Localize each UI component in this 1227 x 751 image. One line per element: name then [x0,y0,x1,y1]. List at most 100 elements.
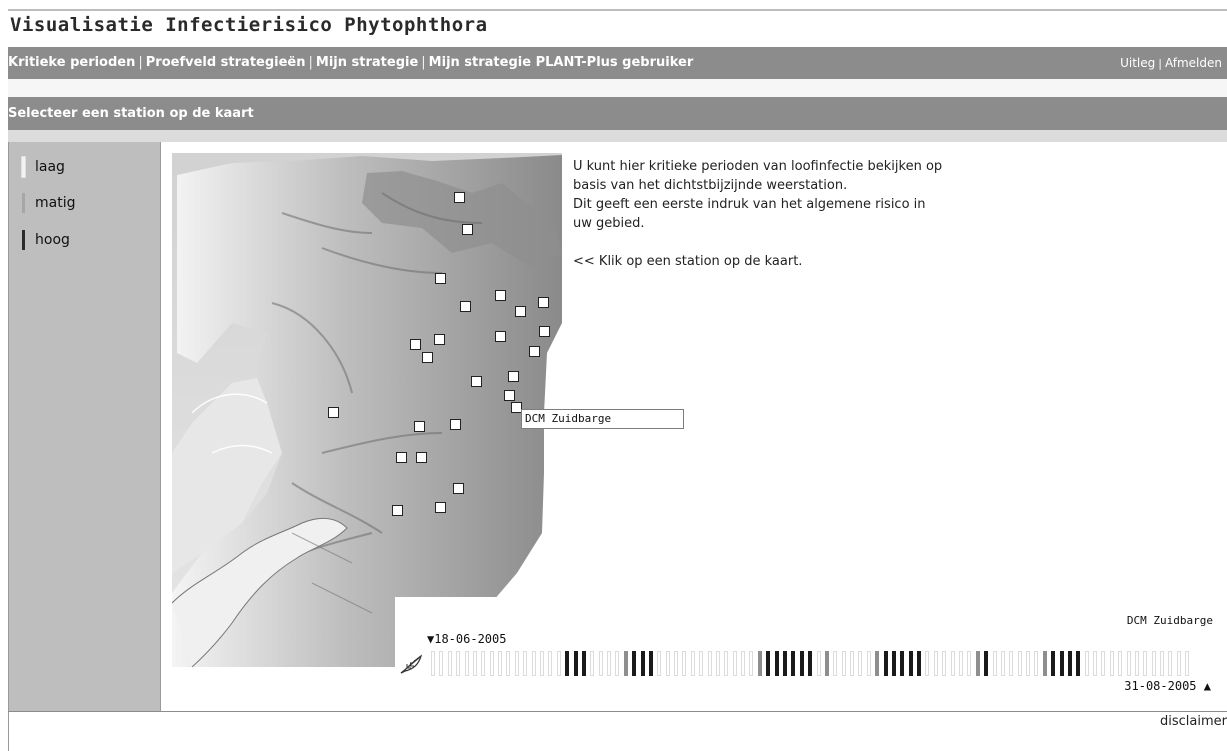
risk-bar [1084,651,1089,676]
risk-bar [1134,651,1139,676]
risk-bar [917,651,921,676]
risk-timeline: DCM Zuidbarge ▼18-06-2005 31-08-2005 ▲ [395,597,1227,700]
station-marker[interactable] [416,452,427,463]
station-marker[interactable] [462,224,473,235]
station-marker[interactable] [435,502,446,513]
station-marker[interactable] [410,339,421,350]
afmelden-link[interactable]: Afmelden [1164,56,1222,70]
risk-bar [590,651,595,676]
risk-bar [1093,651,1097,676]
risk-bar [774,651,779,676]
risk-bar [464,651,469,676]
risk-bar [615,651,620,676]
risk-bar [431,651,435,676]
info-text: U kunt hier kritieke perioden van loofin… [573,157,1033,271]
nav-proefveld-strategieen[interactable]: Proefveld strategieën [145,55,306,70]
risk-bar [498,651,502,676]
risk-bar [791,651,796,676]
risk-bar [548,651,553,676]
station-marker[interactable] [392,505,403,516]
risk-bar [816,651,821,676]
start-marker-icon: ▼ [427,632,435,646]
disclaimer-link[interactable]: disclaimer [1160,714,1227,729]
legend-label: laag [35,159,65,175]
risk-bar [1143,651,1148,676]
risk-bar [682,651,687,676]
spacer-band [8,130,1227,142]
risk-bar [732,651,737,676]
risk-bar [908,651,913,676]
station-marker[interactable] [434,334,445,345]
timeline-start: ▼18-06-2005 [427,632,506,646]
station-marker[interactable] [495,331,506,342]
station-marker[interactable] [328,407,339,418]
station-marker[interactable] [450,419,461,430]
station-marker[interactable] [454,192,465,203]
station-tooltip: DCM Zuidbarge [521,409,684,429]
station-marker[interactable] [396,452,407,463]
risk-bar [447,651,452,676]
station-marker[interactable] [435,273,446,284]
top-divider [8,9,1227,11]
frame-border [8,142,9,751]
risk-bar [967,651,972,676]
station-marker[interactable] [453,483,464,494]
nav-mijn-strategie-plant-plus[interactable]: Mijn strategie PLANT-Plus gebruiker [428,55,694,70]
uitleg-link[interactable]: Uitleg [1120,56,1156,70]
end-marker-icon: ▲ [1203,679,1211,693]
risk-bar [573,651,578,676]
risk-bar [1000,651,1005,676]
info-line: uw gebied. [573,216,645,231]
legend-swatch-laag [21,156,26,178]
risk-bar [1009,651,1014,676]
risk-bar [674,651,678,676]
nav-kritieke-perioden[interactable]: Kritieke perioden [8,55,136,70]
legend-label: matig [35,195,76,211]
risk-bar [808,651,813,676]
station-marker-selected[interactable] [511,402,522,413]
risk-bar [1067,651,1072,676]
risk-bar [1176,651,1181,676]
station-marker[interactable] [422,352,433,363]
station-marker[interactable] [529,346,540,357]
risk-bar [472,651,477,676]
info-line: basis van het dichtstbijzijnde weerstati… [573,178,848,193]
risk-bar [565,651,570,676]
risk-bar [514,651,519,676]
risk-bar [942,651,947,676]
risk-bar [824,651,829,676]
station-marker[interactable] [504,390,515,401]
risk-bar [975,651,980,676]
station-marker[interactable] [539,326,550,337]
risk-bar [640,651,645,676]
risk-bar [841,651,846,676]
station-marker[interactable] [471,376,482,387]
risk-bar [866,651,871,676]
station-marker[interactable] [538,297,549,308]
risk-bar [1168,651,1173,676]
risk-bar [875,651,880,676]
risk-bar [749,651,754,676]
risk-bar [632,651,637,676]
info-call-to-action: << Klik op een station op de kaart. [573,254,803,269]
legend-item-hoog: hoog [22,230,70,250]
leaf-icon[interactable] [399,653,425,675]
risk-bar [925,651,930,676]
station-marker[interactable] [414,421,425,432]
station-marker[interactable] [460,301,471,312]
station-marker[interactable] [508,371,519,382]
legend-label: hoog [35,232,70,248]
risk-bar [648,651,653,676]
risk-bar [1118,651,1123,676]
risk-bar [523,651,528,676]
risk-bar [1026,651,1030,676]
station-marker[interactable] [515,306,526,317]
risk-bar [1076,651,1081,676]
nav-mijn-strategie[interactable]: Mijn strategie [315,55,419,70]
risk-bar [623,651,628,676]
legend-item-matig: matig [22,193,75,213]
timeline-end: 31-08-2005 ▲ [1124,679,1211,693]
station-marker[interactable] [495,290,506,301]
risk-bar [715,651,720,676]
risk-bar [539,651,544,676]
